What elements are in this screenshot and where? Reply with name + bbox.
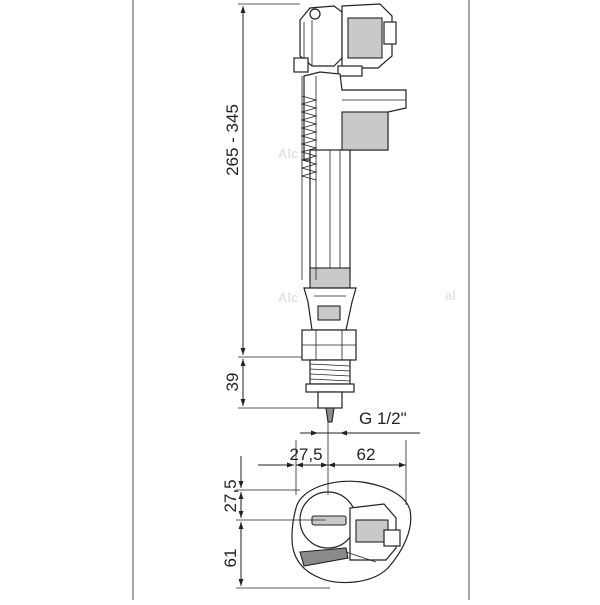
svg-text:Alc: Alc — [278, 290, 298, 305]
svg-text:al: al — [445, 288, 456, 303]
dim-label-depth-y: 61 — [221, 549, 240, 568]
dim-label-width-x: 62 — [357, 445, 376, 464]
watermark: Alc Alc al — [278, 146, 456, 305]
dimension-lines — [236, 3, 420, 589]
fill-valve-side-view — [293, 3, 407, 423]
dim-label-offset-y: 27,5 — [221, 479, 240, 512]
dim-label-offset-x: 27,5 — [289, 445, 322, 464]
dim-label-height-range: 265 - 345 — [223, 104, 242, 176]
fill-valve-top-view — [291, 480, 412, 584]
dim-label-thread: G 1/2" — [359, 409, 407, 428]
svg-text:Alc: Alc — [278, 146, 298, 161]
frame-lines — [132, 0, 470, 600]
dim-label-inlet-height: 39 — [223, 373, 242, 392]
